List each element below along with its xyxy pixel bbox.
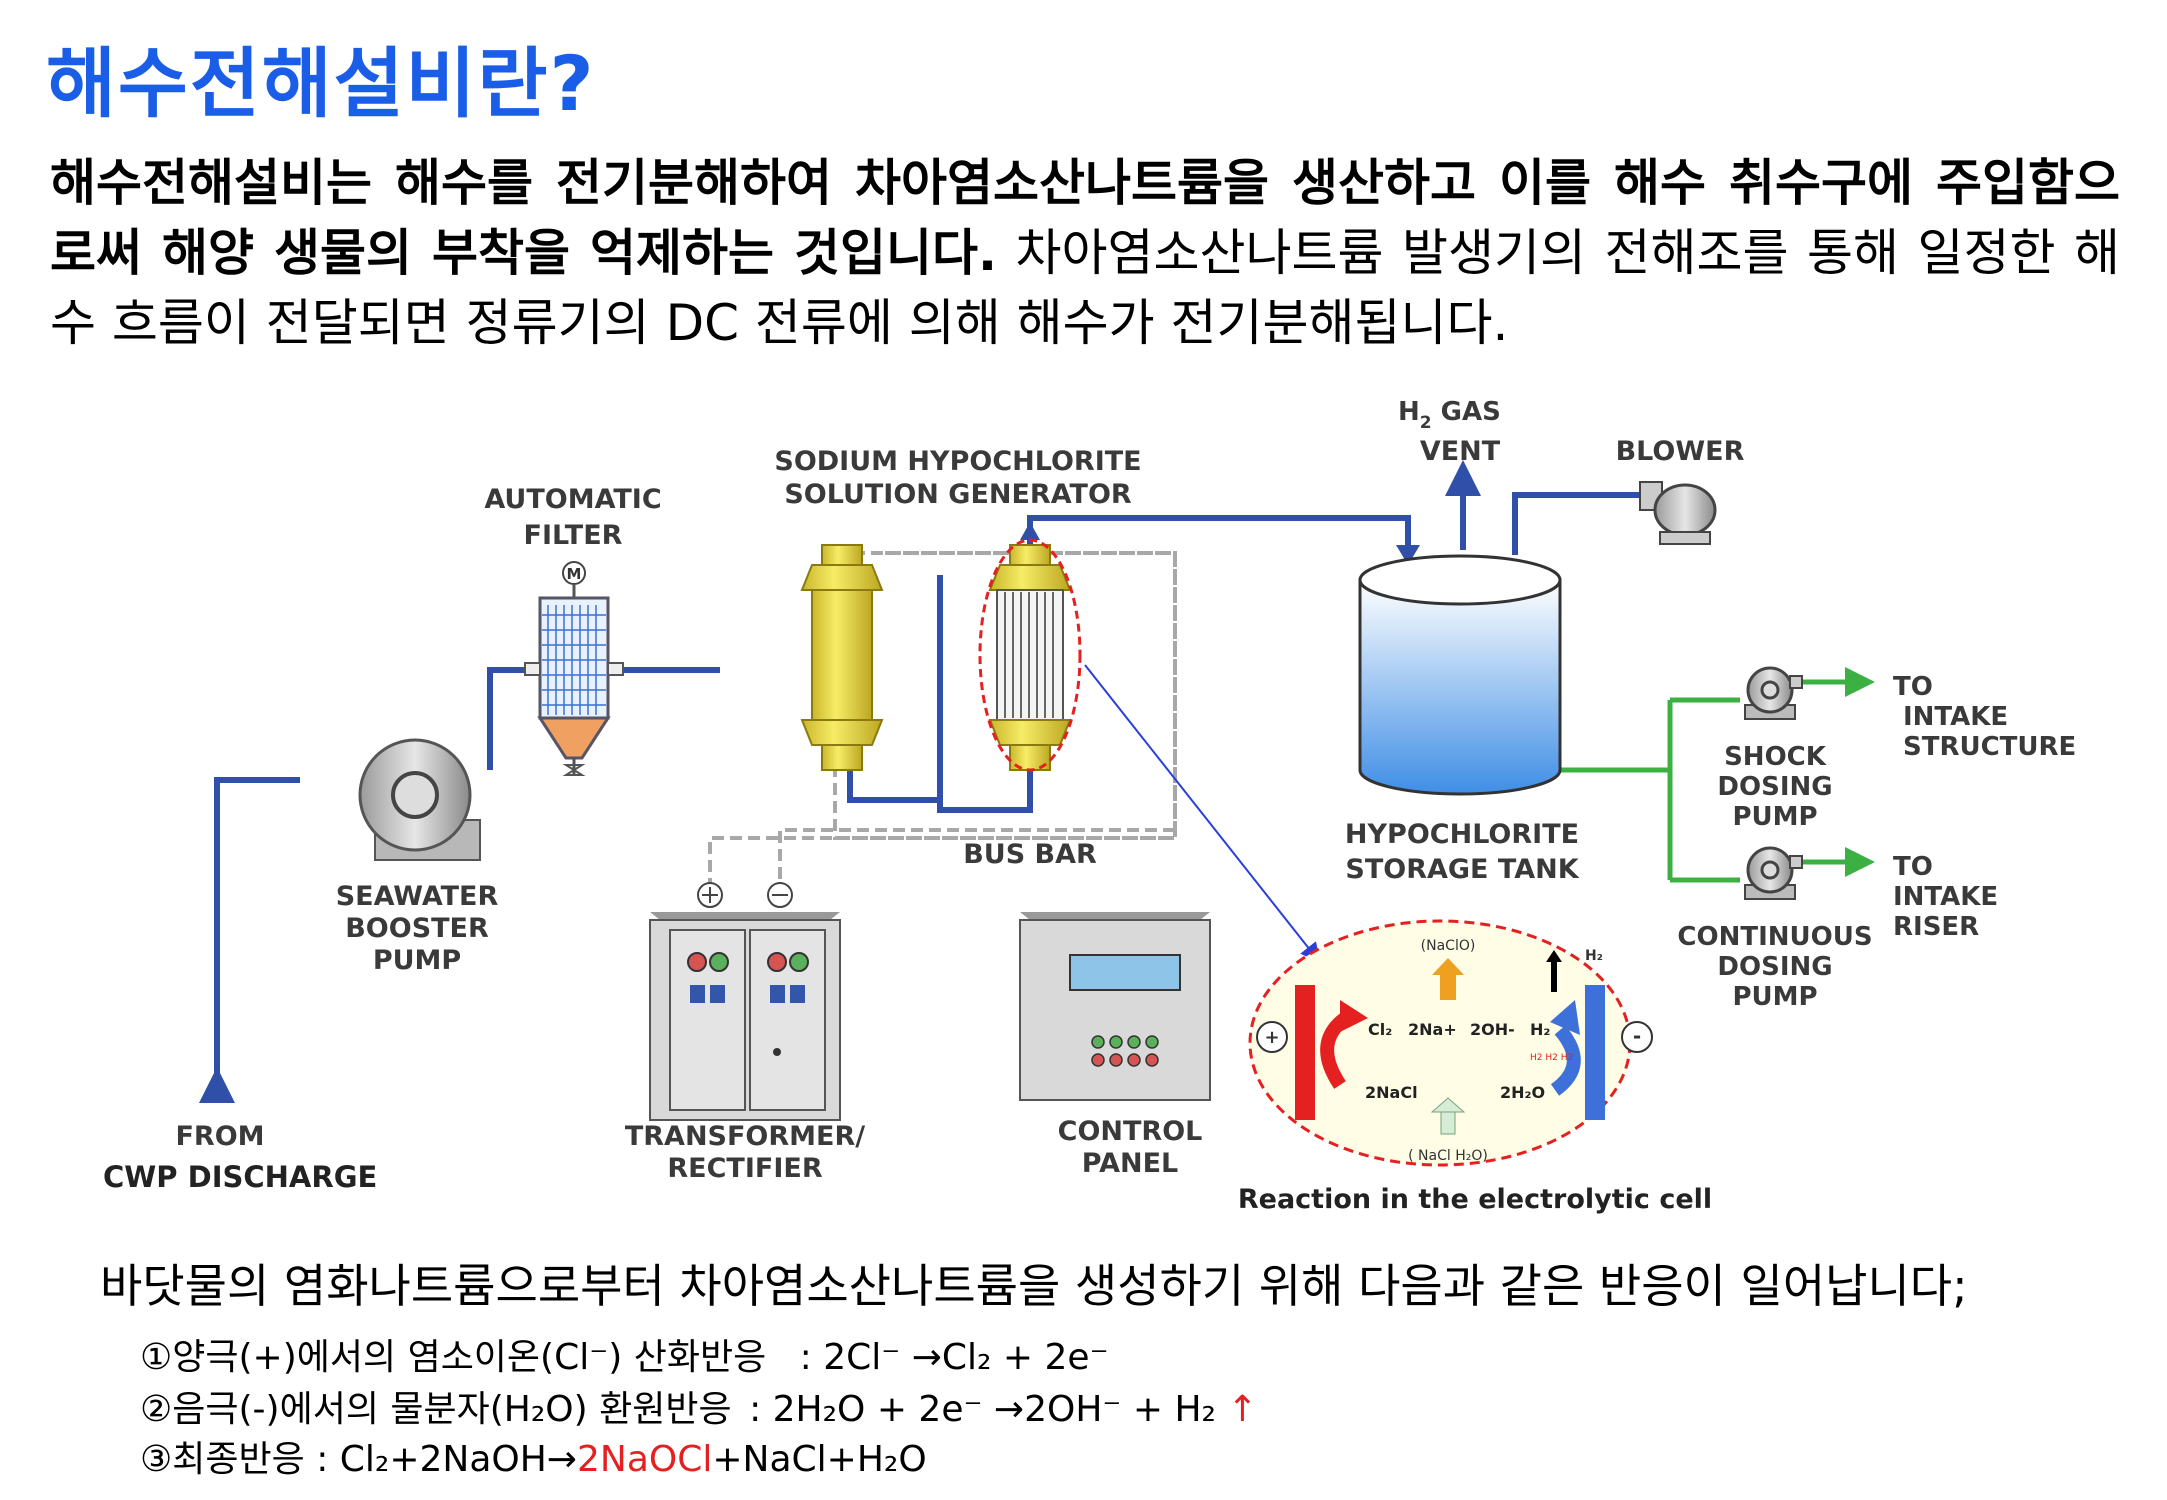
tank-inlet-arrow — [1396, 545, 1420, 565]
equation-2: ②음극(-)에서의 물분자(H₂O) 환원반응 : 2H₂O + 2e⁻ →2O… — [140, 1380, 1258, 1432]
equation-3-byproducts: +NaCl+H₂O — [712, 1439, 927, 1480]
gas-up-arrow: ↑ — [1227, 1389, 1258, 1430]
shock-dosing-pump — [1744, 666, 1803, 720]
equation-3-product: 2NaOCl — [576, 1439, 713, 1480]
intro-paragraph: 해수전해설비는 해수를 전기분해하여 차아염소산나트륨을 생산하고 이를 해수 … — [50, 148, 2120, 358]
cell-caption: Reaction in the electrolytic cell — [1238, 1184, 1712, 1215]
blower-label: BLOWER — [1616, 436, 1745, 467]
booster-pump-label-3: PUMP — [373, 945, 461, 976]
control-panel-label-2: PANEL — [1082, 1148, 1178, 1179]
from-label: FROM — [175, 1121, 264, 1152]
cell-cl2: Cl₂ — [1368, 1020, 1392, 1039]
filter-motor-label: M — [567, 565, 582, 583]
continuous-pump-label-1: CONTINUOUS — [1677, 922, 1872, 952]
storage-tank-label-2: STORAGE TANK — [1345, 854, 1579, 885]
transformer-label-2: RECTIFIER — [667, 1153, 822, 1184]
booster-pump-label-1: SEAWATER — [336, 881, 499, 912]
dosing-lines — [1560, 667, 1875, 883]
cell-naclo: (NaClO) — [1421, 938, 1476, 954]
equation-1-formula: : 2Cl⁻ →Cl₂ + 2e⁻ — [799, 1337, 1109, 1378]
h2-vent-label-h: H2 GAS — [1398, 397, 1501, 433]
continuous-dosing-pump — [1744, 846, 1803, 900]
intro-bold-text: 해수전해설비는 해수를 전기분해하여 차아염소산나트륨을 생산하고 이를 해수 … — [50, 154, 2120, 282]
transformer-label-1: TRANSFORMER/ — [625, 1121, 865, 1152]
automatic-filter-label-1: AUTOMATIC — [484, 484, 661, 515]
reaction-intro: 바닷물의 염화나트륨으로부터 차아염소산나트륨을 생성하기 위해 다음과 같은 … — [100, 1259, 1968, 1313]
generator-label-2: SOLUTION GENERATOR — [784, 479, 1132, 510]
cell-h2: H₂ — [1530, 1020, 1550, 1039]
storage-tank-label-1: HYPOCHLORITE — [1345, 819, 1579, 850]
to-intake-riser-label-2: INTAKE — [1893, 882, 1998, 912]
equation-3-reactants: Cl₂+2NaOH→ — [328, 1439, 577, 1480]
cell-oh: 2OH- — [1470, 1020, 1515, 1039]
bus-bar-label: BUS BAR — [963, 839, 1097, 870]
cell-bottom-label: ( NaCl H₂O) — [1408, 1148, 1488, 1164]
cell-bubbles: H2 H2 H2 — [1530, 1053, 1573, 1063]
page-title: 해수전해설비란? — [46, 39, 596, 128]
to-intake-riser-label-1: TO — [1893, 852, 1933, 882]
generator-cell-2 — [978, 538, 1082, 772]
generator-label-1: SODIUM HYPOCHLORITE — [774, 446, 1141, 477]
shock-pump-label-3: PUMP — [1732, 802, 1817, 832]
electrolytic-cell-detail: + - (NaClO) H₂ Cl₂ 2Na+ 2OH- H₂ H2 H2 H2… — [1248, 919, 1653, 1167]
cell-pointer-line — [1084, 664, 1321, 964]
transformer-rectifier — [649, 882, 841, 1121]
equation-1-label: ①양극(+)에서의 염소이온(Cl⁻) 산화반응 — [140, 1337, 767, 1378]
cell-na: 2Na+ — [1408, 1020, 1457, 1039]
cell-nacl: 2NaCl — [1365, 1083, 1418, 1102]
h2-vent-label-2: VENT — [1420, 436, 1501, 467]
control-panel-label-1: CONTROL — [1058, 1116, 1203, 1147]
equation-2-label: ②음극(-)에서의 물분자(H₂O) 환원반응 — [140, 1389, 732, 1430]
generator-cell-1 — [800, 544, 884, 771]
cwp-discharge-label: CWP DISCHARGE — [103, 1160, 377, 1194]
to-intake-structure-label-3: STRUCTURE — [1903, 732, 2076, 762]
cell-highlight-ellipse — [978, 538, 1082, 772]
shock-pump-label-1: SHOCK — [1724, 742, 1827, 772]
to-intake-riser-label-3: RISER — [1893, 912, 1979, 942]
anode-sign: + — [1264, 1027, 1279, 1048]
hypochlorite-storage-tank — [1358, 554, 1562, 796]
automatic-filter: M — [524, 561, 624, 776]
continuous-pump-label-2: DOSING — [1717, 952, 1832, 982]
shock-pump-label-2: DOSING — [1717, 772, 1832, 802]
continuous-pump-label-3: PUMP — [1732, 982, 1817, 1012]
to-intake-structure-label-1: TO — [1893, 672, 1933, 702]
cell-h2-top: H₂ — [1585, 948, 1603, 964]
to-intake-structure-label-2: INTAKE — [1903, 702, 2008, 732]
cell-h2o: 2H₂O — [1500, 1083, 1545, 1102]
automatic-filter-label-2: FILTER — [524, 520, 623, 551]
equation-3: ③최종반응 : Cl₂+2NaOH→2NaOCl+NaCl+H₂O — [140, 1430, 927, 1482]
intro-normal-text: 차아염소산나트륨 발생기의 전해조를 통해 일정한 해수 흐름이 전달되면 정류… — [50, 224, 2120, 352]
equation-3-label: ③최종반응 : — [140, 1439, 329, 1480]
seawater-booster-pump — [358, 738, 481, 861]
generator-top-arrow — [1020, 522, 1040, 540]
blower — [1639, 481, 1717, 545]
control-panel — [1019, 912, 1211, 1101]
equation-1: ①양극(+)에서의 염소이온(Cl⁻) 산화반응 : 2Cl⁻ →Cl₂ + 2… — [140, 1328, 1109, 1380]
booster-pump-label-2: BOOSTER — [345, 913, 489, 944]
equation-2-formula: : 2H₂O + 2e⁻ →2OH⁻ + H₂ — [749, 1389, 1216, 1430]
cathode-sign: - — [1633, 1024, 1641, 1048]
